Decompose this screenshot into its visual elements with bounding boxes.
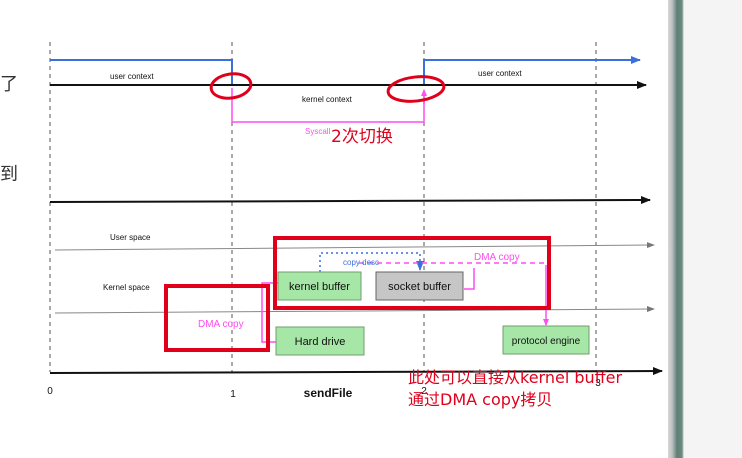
dma-copy-top-label: DMA copy — [474, 252, 520, 263]
context-switch-circle-1 — [209, 72, 253, 100]
user-space-label: User space — [110, 233, 151, 242]
axis-title: sendFile — [304, 386, 353, 400]
window-edge — [668, 0, 742, 458]
time-gridlines — [49, 42, 597, 372]
tick-label-1: 1 — [230, 389, 236, 400]
kernel-buffer-box — [277, 271, 362, 301]
note-line-2: 通过DMA copy拷贝 — [408, 390, 553, 409]
left-margin-char-2: 到 — [0, 164, 18, 185]
user-context-label-left: user context — [110, 72, 154, 81]
dma-copy-socket-path — [464, 268, 475, 290]
kernel-space-line — [54, 306, 655, 314]
hard-drive-label: Hard drive — [295, 336, 346, 348]
note-line-1: 此处可以直接从kernel buffer — [408, 368, 623, 387]
kernel-context-label: kernel context — [302, 95, 353, 104]
tick-label-2: 2 — [421, 386, 427, 397]
time-axis — [49, 367, 663, 376]
switch-count-annotation: 2次切换 — [331, 127, 393, 147]
left-margin-char-1: 了 — [0, 74, 18, 95]
separator-arrow — [49, 196, 651, 205]
context-switch-circle-2 — [386, 75, 446, 103]
user-context-label-right: user context — [478, 69, 522, 78]
tick-label-3: 3 — [595, 378, 601, 389]
syscall-label: Syscall — [305, 127, 331, 136]
dma-copy-left-label: DMA copy — [198, 319, 244, 330]
syscall-bracket — [231, 88, 425, 123]
kernel-space-label: Kernel space — [103, 283, 150, 292]
protocol-engine-label: protocol engine — [512, 336, 581, 347]
protocol-engine-box — [502, 325, 590, 355]
socket-buffer-box — [375, 271, 464, 301]
user-space-line — [54, 242, 655, 251]
tick-label-0: 0 — [47, 386, 53, 397]
hard-drive-box — [275, 326, 365, 356]
socket-buffer-label: socket buffer — [388, 281, 451, 293]
kernel-buffer-label: kernel buffer — [289, 281, 350, 293]
copy-desc-label: copy desc — [343, 258, 379, 267]
highlight-buffers-rect — [273, 236, 551, 310]
highlight-dma-rect — [164, 284, 270, 352]
